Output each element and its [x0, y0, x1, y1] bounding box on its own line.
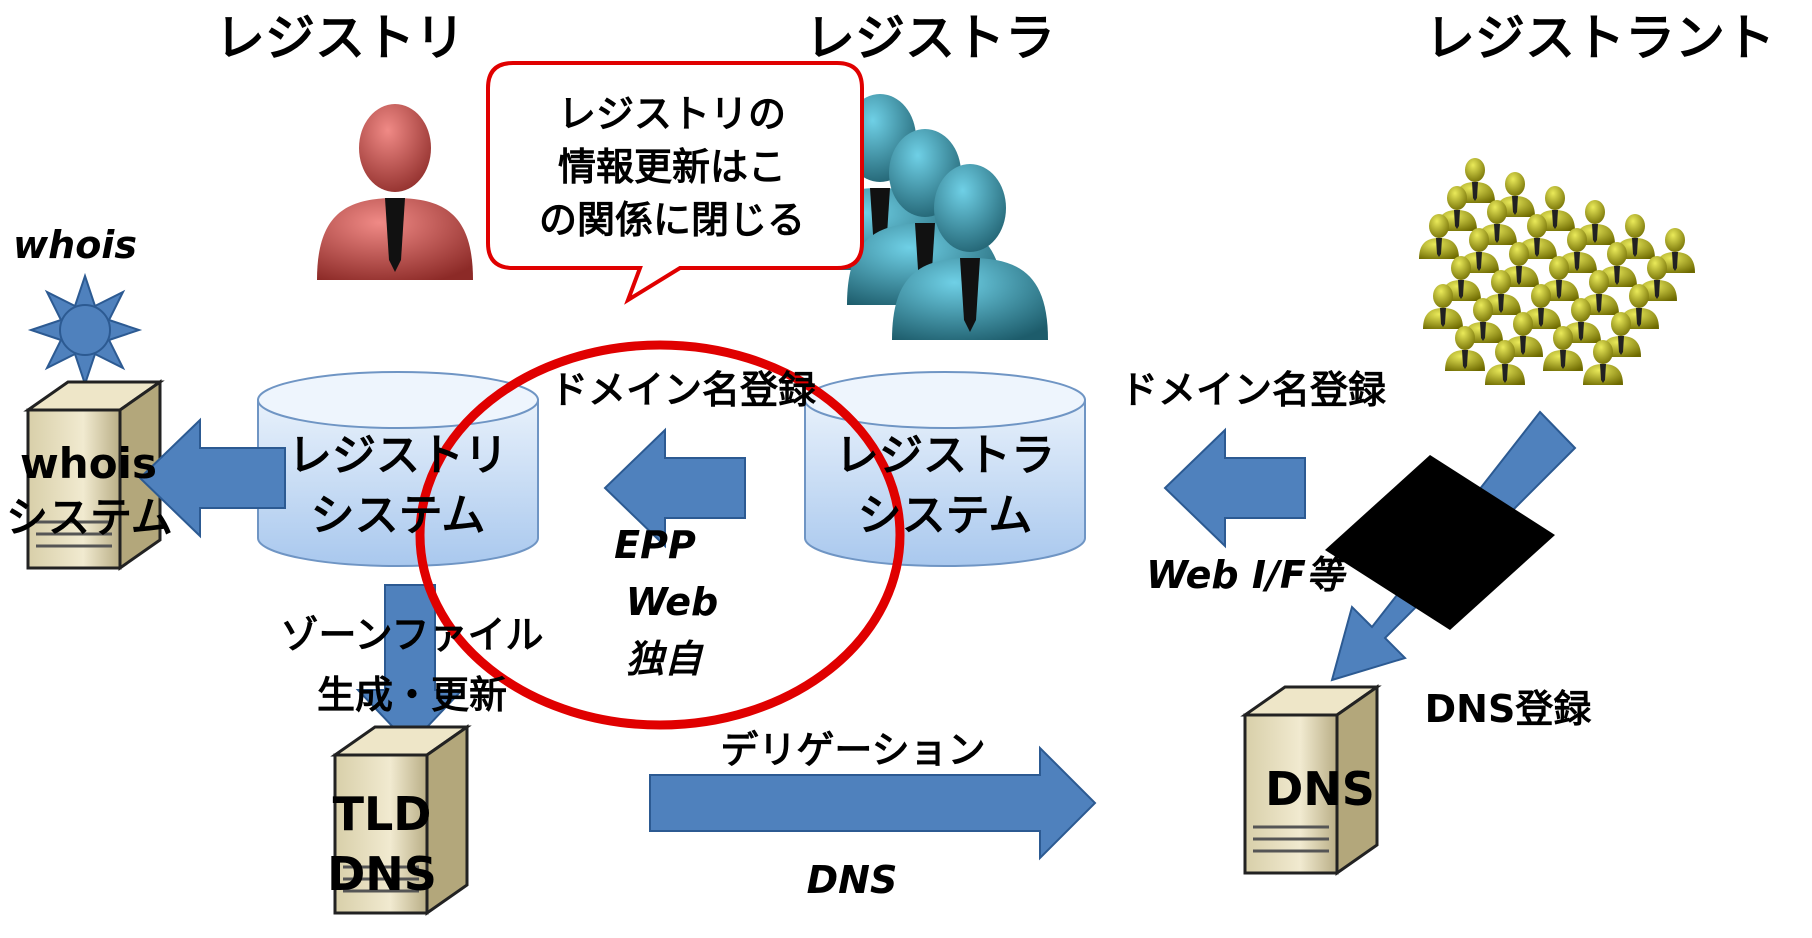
registrar-system-db: [804, 371, 1086, 567]
black-block: [1325, 455, 1555, 630]
dns-protocol-label: DNS: [807, 858, 898, 902]
highlight-ellipse: [415, 340, 905, 730]
protocol-proprietary-label: 独自: [626, 637, 704, 681]
domain-registration-label-left: ドメイン名登録: [550, 368, 817, 412]
tld-dns-label-1: TLD: [333, 787, 432, 841]
registry-system-line-1: レジストリ: [288, 430, 508, 481]
callout-bubble: レジストリの 情報更新はこ の関係に閉じる: [486, 61, 864, 305]
zone-file-arrow: [355, 584, 465, 747]
registration-arrow-right: [1163, 427, 1306, 549]
delegation-label: デリゲーション: [720, 728, 985, 772]
dns-registration-label: DNS登録: [1425, 687, 1593, 731]
protocol-web-label: Web: [626, 580, 718, 624]
registrar-system-line-1: レジストラ: [835, 430, 1055, 481]
dns-server-label: DNS: [1265, 762, 1375, 816]
whois-system-line-2: システム: [6, 493, 173, 542]
callout-line-3: の関係に閉じる: [539, 198, 805, 242]
web-if-label: Web I/F等: [1146, 553, 1350, 597]
whois-system-line-1: whois: [20, 439, 157, 488]
registrant-crowd-icon: [1419, 158, 1695, 385]
delegation-arrow: [649, 745, 1097, 861]
zone-file-label-1: ゾーンファイル: [281, 613, 544, 657]
callout-line-1: レジストリの: [558, 92, 786, 136]
registry-heading: レジストリ: [215, 9, 465, 67]
whois-update-arrow: [138, 417, 286, 539]
registry-system-line-2: システム: [311, 490, 486, 541]
registrar-system-line-2: システム: [858, 490, 1033, 541]
registration-arrow-left: [603, 427, 746, 549]
zone-file-label-2: 生成・更新: [317, 673, 507, 717]
registrar-heading: レジストラ: [805, 9, 1055, 67]
tld-dns-label-2: DNS: [327, 847, 437, 901]
registry-system-db: [257, 371, 539, 567]
registry-person-icon: [317, 104, 473, 280]
registrant-heading: レジストラント: [1425, 9, 1775, 67]
sun-icon: [27, 272, 143, 388]
callout-line-2: 情報更新はこ: [558, 145, 786, 189]
domain-registration-label-right: ドメイン名登録: [1120, 368, 1387, 412]
whois-label: whois: [13, 223, 137, 267]
protocol-epp-label: EPP: [614, 523, 696, 567]
